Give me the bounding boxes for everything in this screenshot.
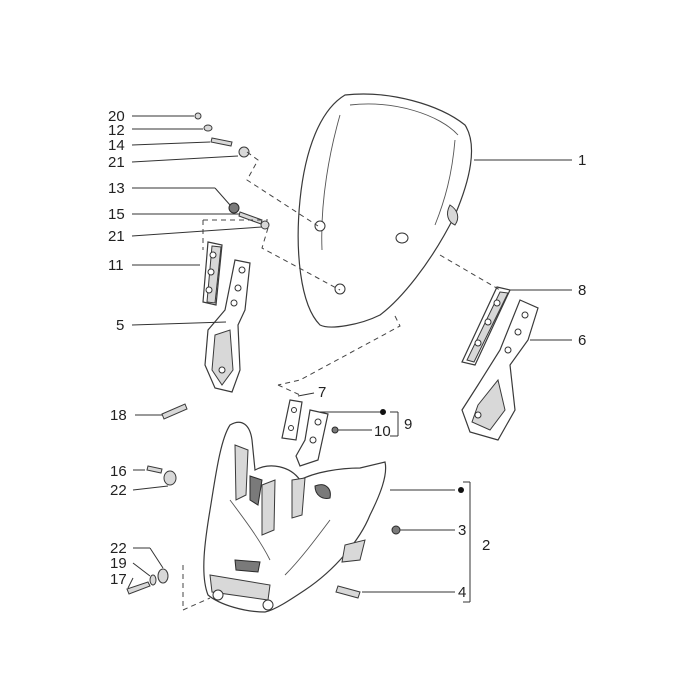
callout-17: 17	[110, 571, 127, 588]
callout-9: 9	[404, 416, 412, 433]
callout-21-top: 21	[108, 154, 125, 171]
windshield-mount-hole	[334, 283, 346, 295]
callout-16: 16	[110, 463, 127, 480]
washer-22-bottom	[157, 568, 169, 584]
screw-16	[146, 465, 163, 474]
callout-5: 5	[116, 317, 124, 334]
hardware-fasteners	[126, 112, 401, 599]
left-bracket-plate	[202, 241, 223, 306]
screw-17	[126, 581, 151, 595]
callout-14: 14	[108, 137, 125, 154]
callout-18: 18	[110, 407, 127, 424]
small-center-bracket	[281, 399, 303, 441]
callout-7: 7	[318, 384, 326, 401]
center-bracket	[295, 409, 329, 467]
callout-dot-9	[380, 409, 386, 415]
nut-21-top	[238, 146, 250, 158]
screw-15	[238, 211, 263, 225]
callout-22-bottom: 22	[110, 540, 127, 557]
clip-3	[391, 525, 401, 535]
nut-10	[331, 426, 339, 434]
callout-21-lower: 21	[108, 228, 125, 245]
callout-15: 15	[108, 206, 125, 223]
nut-13	[228, 202, 240, 214]
screw-14	[210, 137, 233, 147]
washer-19	[149, 574, 157, 586]
callout-2: 2	[482, 537, 490, 554]
windshield	[297, 93, 473, 328]
callout-8: 8	[578, 282, 586, 299]
assembly-lines	[182, 151, 501, 611]
front-fairing	[203, 421, 387, 613]
washer-20	[194, 112, 202, 120]
callout-19: 19	[110, 555, 127, 572]
windshield-mount-hole	[395, 232, 409, 244]
callout-3: 3	[458, 522, 466, 539]
right-mounting-arm	[461, 299, 539, 441]
leader-lines	[127, 115, 572, 603]
left-mounting-arm	[204, 259, 251, 393]
callout-4: 4	[458, 584, 466, 601]
windshield-mount-hole	[314, 220, 326, 232]
callout-20: 20	[108, 108, 125, 125]
callout-12: 12	[108, 122, 125, 139]
right-bracket-plate	[461, 286, 511, 366]
callout-22-top: 22	[110, 482, 127, 499]
screw-18	[161, 403, 188, 420]
callout-10: 10	[374, 423, 391, 440]
callout-1: 1	[578, 152, 586, 169]
nut-21-lower	[260, 220, 270, 230]
rubber-4	[335, 585, 361, 599]
callout-6: 6	[578, 332, 586, 349]
callout-dot-2	[458, 487, 464, 493]
callout-13: 13	[108, 180, 125, 197]
washer-22-top	[163, 470, 177, 486]
callout-numbers: 20 12 14 21 13 15 21 11 5 1 8 6 18 7 10 …	[108, 108, 586, 601]
callout-11: 11	[108, 257, 124, 274]
washer-12	[203, 124, 213, 132]
